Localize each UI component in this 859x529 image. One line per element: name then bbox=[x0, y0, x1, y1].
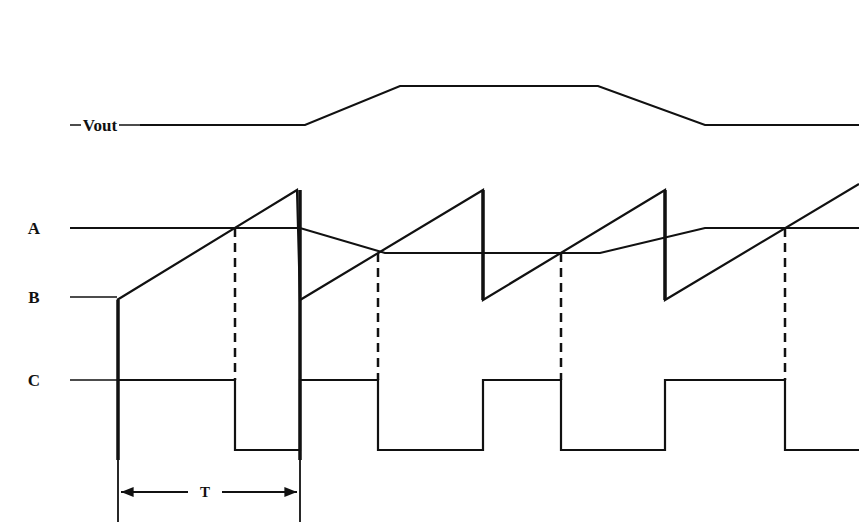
c-square-wave bbox=[118, 380, 859, 450]
a-trace bbox=[70, 228, 859, 253]
signal-name: A bbox=[26, 220, 42, 237]
signal-name: C bbox=[26, 372, 42, 389]
period-tick bbox=[117, 460, 119, 522]
reset-edge bbox=[663, 190, 667, 300]
period-tick bbox=[299, 460, 301, 522]
b-axis bbox=[70, 296, 117, 298]
start-marker bbox=[116, 300, 120, 460]
period-marker bbox=[298, 190, 302, 460]
reset-edge bbox=[481, 190, 485, 300]
signal-name: B bbox=[26, 289, 41, 306]
period-label: T bbox=[198, 485, 212, 500]
dashed-projection bbox=[560, 253, 563, 380]
vout-trace bbox=[140, 86, 859, 125]
dashed-projection bbox=[377, 253, 380, 380]
period-arrow bbox=[222, 491, 297, 493]
period-arrow bbox=[121, 491, 188, 493]
signal-name: Vout bbox=[81, 117, 119, 134]
c-axis bbox=[70, 379, 118, 381]
dashed-projection bbox=[234, 228, 237, 380]
b-sawtooth bbox=[117, 184, 859, 300]
dashed-projection bbox=[784, 228, 787, 380]
